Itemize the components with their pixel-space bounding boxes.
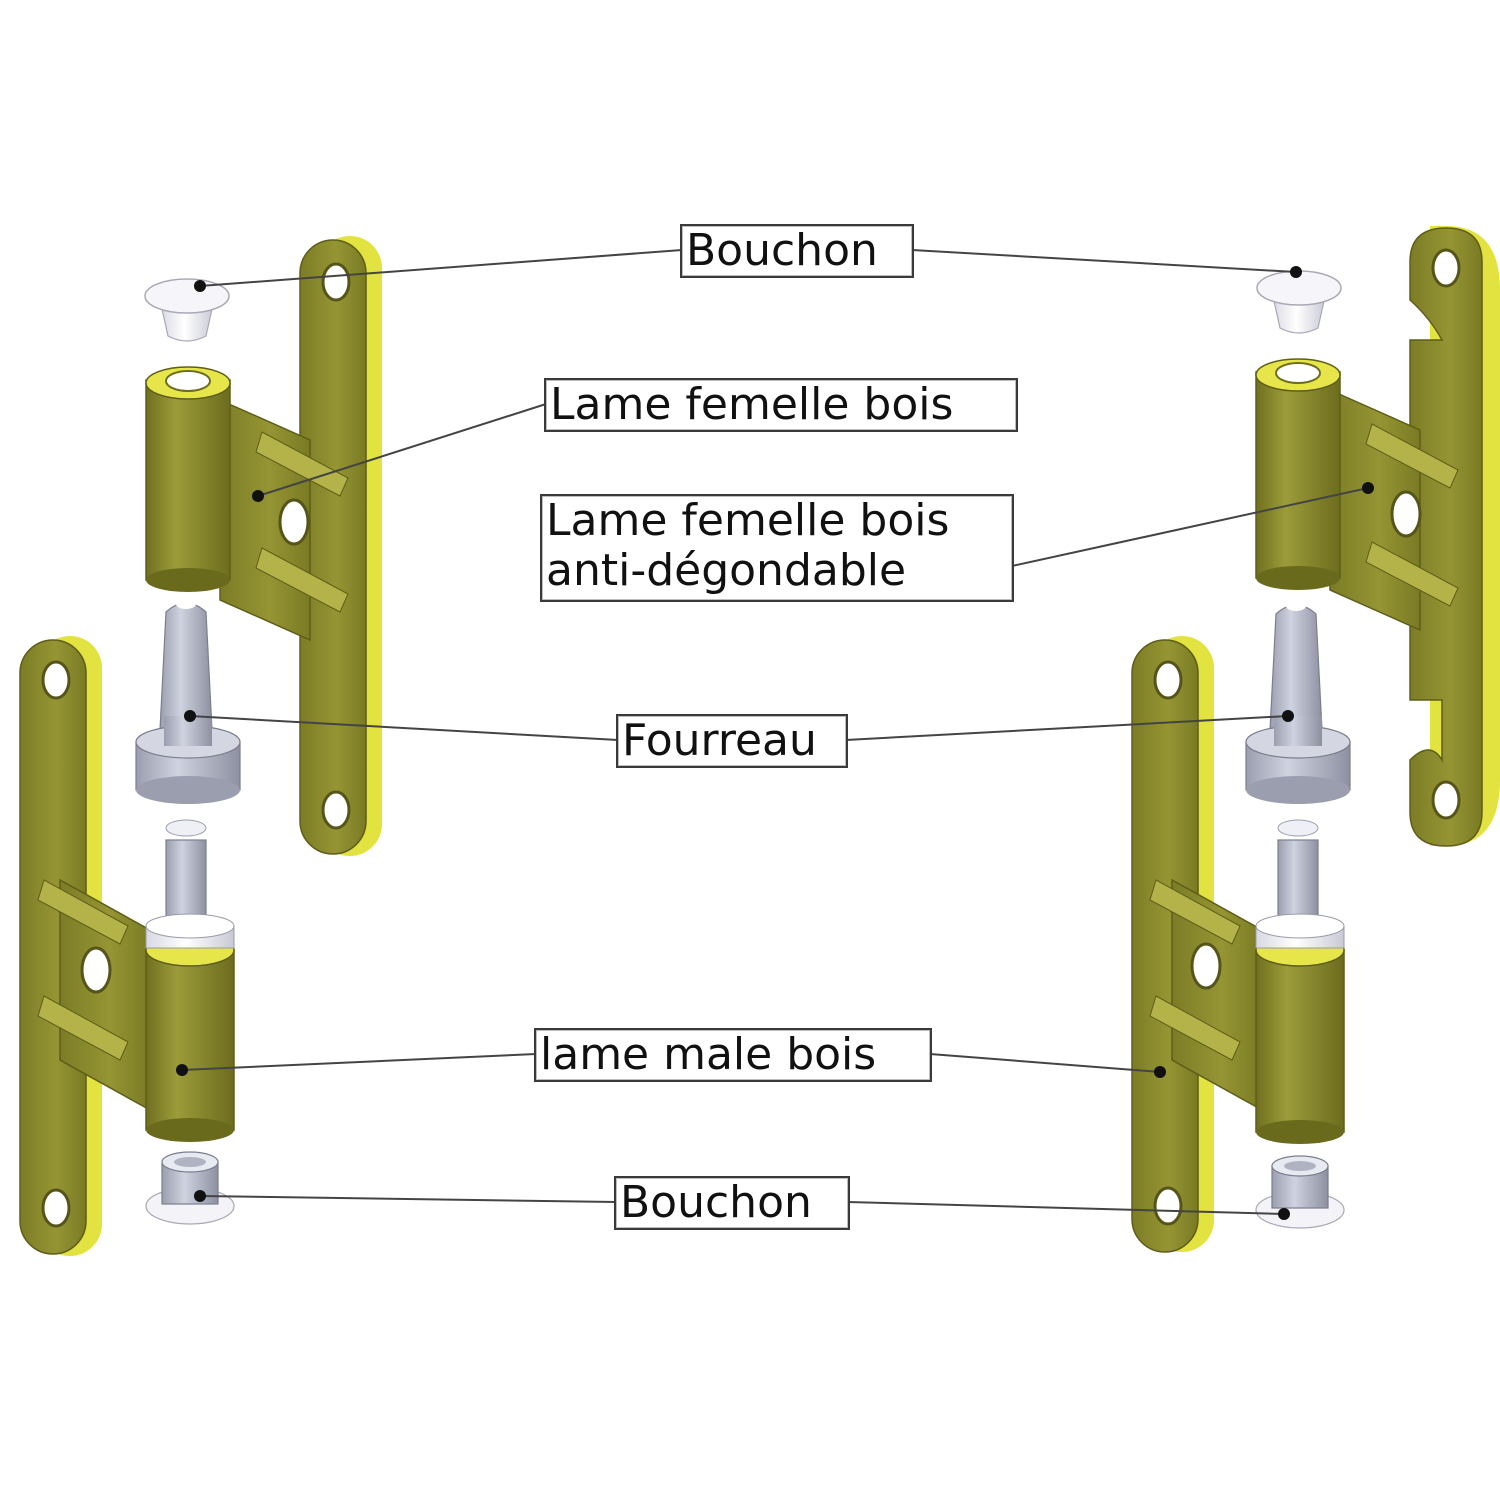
right-sleeve-tip-top [1286,601,1306,611]
left-bottom-cap-bore [174,1157,206,1167]
left-male-screw-hole-top [41,660,71,700]
label-bouchon-bottom-text: Bouchon [620,1177,812,1228]
right-antilift-screw-hole-top [1431,248,1461,288]
right-antilift-rib-top [1365,423,1459,489]
label-lame-femelle-anti-line2: anti-dégondable [546,545,907,596]
left-male-knuckle [145,949,235,1131]
right-antilift-rib-bottom [1365,541,1459,607]
left-male-rib-top [37,879,129,945]
right-male-leaf-drawing [1131,636,1345,1253]
leader-dot [1154,1066,1166,1078]
leader-dots [176,266,1374,1220]
leader-dot [176,1064,188,1076]
right-sleeve-collar-bottom [1246,776,1350,804]
label-lame-femelle: Lame femelle bois [544,378,1018,432]
left-male-screw-hole-bottom [41,1188,71,1228]
leader-dot [194,1190,206,1202]
label-lame-male-text: lame male bois [540,1029,877,1080]
left-male-arm-hole [80,946,112,994]
leader-lame-male-right [929,1053,1161,1073]
label-lame-male: lame male bois [534,1028,932,1082]
leader-dot [1282,710,1294,722]
left-female-rib-top [255,431,349,497]
right-male-knuckle-bottom [1256,1120,1344,1144]
leader-bouchon-bottom-left [199,1195,617,1203]
leader-dot [252,490,264,502]
leader-fourreau-left [189,715,619,741]
leader-dot [194,280,206,292]
left-male-knuckle-bottom [146,1118,234,1142]
right-antilift-arm-hole [1390,490,1422,538]
left-sleeve-tip-top [176,599,196,609]
label-bouchon-top-text: Bouchon [686,225,878,276]
leader-dot [1290,266,1302,278]
right-male-pin-tip [1277,819,1319,837]
leader-lame-femelle [257,403,547,497]
right-bottom-cap-bore [1284,1161,1316,1171]
label-lame-femelle-text: Lame femelle bois [550,379,954,430]
left-female-leaf-drawing [145,236,382,856]
right-male-arm-hole [1190,942,1222,990]
left-male-leaf-drawing [19,636,235,1256]
leader-lame-femelle-anti [1011,487,1369,567]
right-top-cap-drawing [1256,270,1342,334]
right-male-washer-top [1255,913,1345,939]
right-antilift-knuckle-bore [1275,362,1321,384]
leader-dot [1362,482,1374,494]
right-male-knuckle [1255,949,1345,1133]
label-bouchon-bottom: Bouchon [614,1176,850,1230]
left-top-cap-drawing [144,278,230,342]
right-male-screw-hole-bottom [1153,1186,1183,1226]
label-bouchon-top: Bouchon [680,224,914,278]
right-antilift-leaf-plate [1409,227,1483,847]
left-male-washer-top [145,913,235,939]
left-female-screw-hole-bottom [321,790,351,830]
leader-bouchon-top-right [911,249,1297,273]
left-female-screw-hole-top [321,262,351,302]
leader-fourreau-right [845,715,1289,741]
left-top-cap-head [144,278,230,314]
left-female-rib-bottom [255,547,349,613]
leader-bouchon-bottom-right [847,1201,1285,1215]
label-fourreau: Fourreau [616,714,848,768]
right-male-screw-hole-top [1153,660,1183,700]
left-sleeve-collar-bottom [136,776,240,804]
label-lame-femelle-anti: Lame femelle bois anti-dégondable [540,494,1014,602]
leader-lines [181,249,1369,1215]
left-male-pin-tip [165,819,207,837]
right-antilift-screw-hole-bottom [1431,780,1461,820]
leader-bouchon-top-left [199,249,683,287]
leader-dot [184,710,196,722]
left-female-knuckle [145,379,231,581]
left-male-rib-bottom [37,995,129,1061]
leader-dot [1278,1208,1290,1220]
right-sleeve-neck [1274,716,1322,746]
right-male-rib-top [1149,879,1241,945]
label-fourreau-text: Fourreau [622,715,817,766]
left-female-arm-hole [278,498,310,546]
left-sleeve-drawing [135,599,241,804]
right-sleeve-tip [1269,604,1323,731]
right-male-rib-bottom [1149,995,1241,1061]
right-bottom-cap-drawing [1255,1155,1345,1229]
right-antilift-knuckle-bottom [1256,566,1340,590]
left-sleeve-tip [159,602,213,731]
left-female-knuckle-bore [165,370,211,392]
leader-lame-male-left [181,1053,537,1071]
label-lame-femelle-anti-line1: Lame femelle bois [546,495,950,546]
left-female-knuckle-bottom [146,568,230,592]
right-antilift-knuckle [1255,371,1341,579]
right-antilift-leaf-drawing [1255,226,1500,847]
right-sleeve-drawing [1245,601,1351,804]
left-bottom-cap-drawing [145,1151,235,1225]
